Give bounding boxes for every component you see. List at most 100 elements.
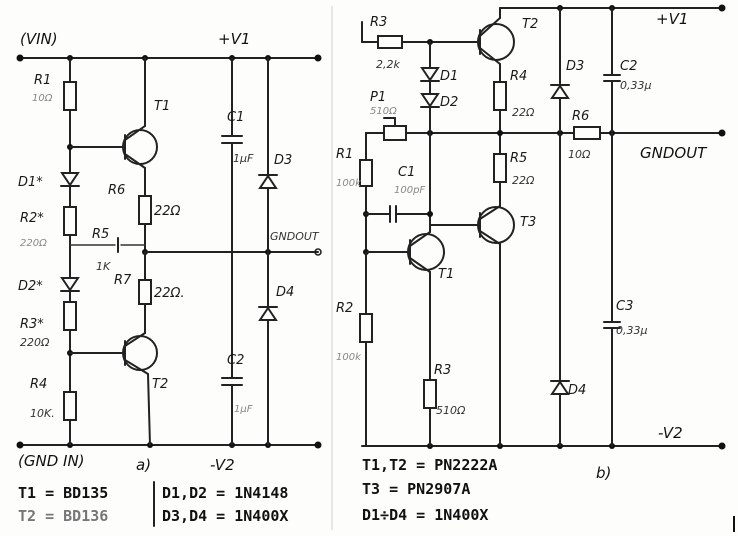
label-r6-b: R6 [572,109,589,124]
label-t2-b: T2 [522,17,538,32]
label-vplus-a: +V1 [218,30,250,48]
value-r2-a: 220Ω [20,238,47,249]
label-t2-a: T2 [152,377,168,392]
label-d1-b: D1 [440,69,458,84]
resistor-r5-b [493,153,507,183]
label-t1-a: T1 [154,99,170,114]
diode-d3-b [550,84,570,99]
value-r3-b: 510Ω [436,404,466,417]
value-r4-b: 22Ω [512,106,535,119]
label-d3-a: D3 [274,153,292,168]
resistor-r6-b [573,126,601,140]
transistor-t2-a [122,335,158,371]
bom-line-3-b: D1÷D4 = 1N400X [362,506,488,524]
resistor-r1-b [359,159,373,187]
value-c1-b: 100pF [394,185,425,196]
value-r1-a: 10Ω [32,93,53,104]
value-r3-a: 220Ω [20,336,50,349]
value-c2-a: 1µF [234,404,253,415]
transistor-t3-b [477,206,515,244]
diode-d3-a [258,174,278,189]
label-vplus-b: +V1 [656,10,688,28]
label-gndout-b: GNDOUT [640,144,708,162]
value-r3-b-top: 2,2k [376,58,400,71]
label-r6-a: R6 [108,183,125,198]
resistor-r7-a [138,279,152,305]
label-r7-a: R7 [114,273,132,288]
transistor-t1-b [407,233,445,271]
potentiometer-p1 [383,125,407,141]
label-gndout-a: GNDOUT [270,230,320,243]
resistor-r3-b-top [377,35,403,49]
label-d3-b: D3 [566,59,584,74]
value-r1-b: 100k [336,178,362,189]
label-d1-a: D1* [18,175,43,190]
resistor-r3-a [63,301,77,331]
label-d2-a: D2* [18,279,43,294]
value-r6-b: 10Ω [568,148,591,161]
label-c3-b: C3 [616,299,633,314]
label-variant-b: b) [596,464,611,482]
value-r6-a: 22Ω [154,204,181,219]
label-c1-a: C1 [227,110,244,125]
diode-d1-b [420,67,440,82]
label-r4-a: R4 [30,377,47,392]
label-gndin: (GND IN) [18,452,85,470]
bom-line-1-b: T1,T2 = PN2222A [362,456,497,474]
label-vminus-a: -V2 [210,456,235,474]
resistor-r4-a [63,391,77,421]
transistor-t2-b [477,23,515,61]
label-c2-a: C2 [227,353,244,368]
circuit-a: (VIN) +V1 R1 10Ω T1 C1 1µF D3 D1* R6 22Ω… [16,30,322,527]
value-r5-a: 1K [96,260,111,273]
label-c1-b: C1 [398,165,415,180]
label-r3-b: R3 [434,363,451,378]
label-r1-b: R1 [336,147,353,162]
resistor-r2-a [63,206,77,236]
label-t1-b: T1 [438,267,454,282]
diode-d4-b [550,380,570,395]
resistor-r2-b [359,313,373,343]
circuit-b: R3 2,2k T2 +V1 D3 C2 0,33µ D1 D2 R4 22Ω … [336,4,726,524]
resistor-r1-a [63,81,77,111]
label-r3-b-top: R3 [370,15,387,30]
resistor-r3-b [423,379,437,409]
label-d4-a: D4 [276,285,294,300]
label-r5-b: R5 [510,151,527,166]
value-r4-a: 10K. [30,407,55,420]
label-vin: (VIN) [20,30,58,48]
label-r5-a: R5 [92,227,109,242]
label-r2-a: R2* [20,211,44,226]
label-r3-a: R3* [20,317,44,332]
bom-line-2-b: T3 = PN2907A [362,480,470,498]
bom-line-3-a: D1,D2 = 1N4148 [162,484,288,502]
transistor-t1-a [122,129,158,165]
diode-d4-a [258,306,278,321]
label-t3-b: T3 [520,215,536,230]
resistor-r4-b [493,81,507,111]
value-c1-a: 1µF [233,152,254,165]
label-vminus-b: -V2 [658,424,683,442]
label-r4-b: R4 [510,69,527,84]
resistor-r6-a [138,195,152,225]
diode-d1-a [60,172,80,187]
diode-d2-b [420,93,440,108]
label-r1-a: R1 [34,73,51,88]
label-c2-b: C2 [620,59,637,74]
label-p1: P1 [370,90,386,105]
bom-line-4-a: D3,D4 = 1N400X [162,507,288,525]
value-r5-b: 22Ω [512,174,535,187]
value-c2-b: 0,33µ [620,79,652,92]
label-variant-a: a) [136,456,151,474]
label-r2-b: R2 [336,301,353,316]
value-r2-b: 100k [336,352,362,363]
value-r7-a: 22Ω. [154,286,185,301]
value-p1: 510Ω [370,106,397,117]
label-d2-b: D2 [440,95,458,110]
label-d4-b: D4 [568,383,586,398]
diode-d2-a [60,277,80,292]
value-c3-b: 0,33µ [616,324,648,337]
bom-line-1-a: T1 = BD135 [18,484,108,502]
